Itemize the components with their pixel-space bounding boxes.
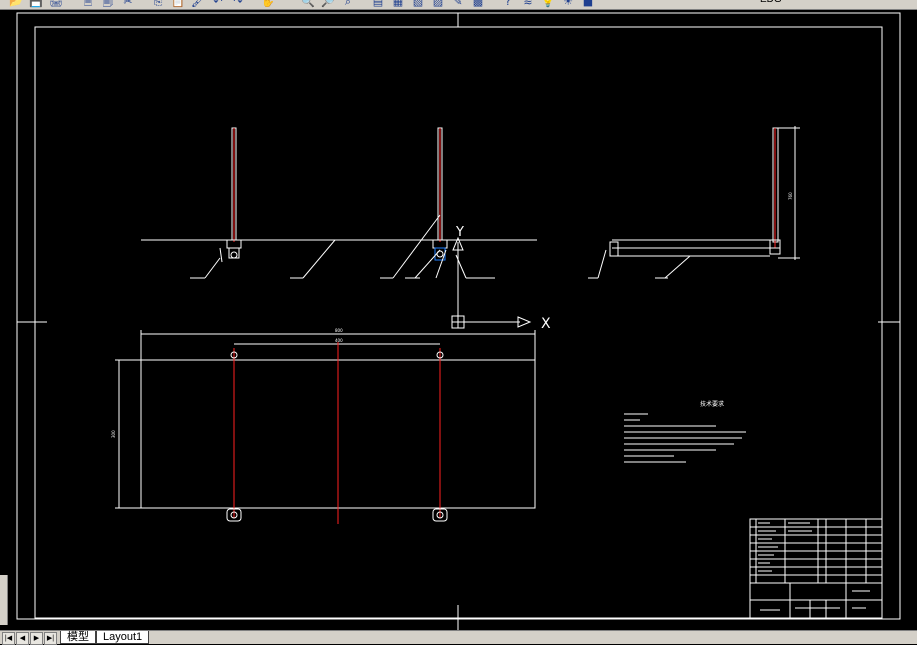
front-view[interactable]: [141, 127, 537, 279]
zoom-realtime-icon[interactable]: 🔍: [301, 0, 315, 8]
cut-icon[interactable]: ✂: [123, 0, 133, 8]
plot-preview-icon[interactable]: 🗎: [83, 0, 93, 8]
open-file-icon[interactable]: 📂: [9, 0, 23, 8]
undo-icon[interactable]: ↶: [213, 0, 223, 8]
layer-color-icon[interactable]: ■: [582, 0, 594, 8]
zoom-previous-icon[interactable]: ⌕: [344, 0, 352, 8]
zoom-window-icon[interactable]: 🔎: [321, 0, 335, 8]
pan-icon[interactable]: ✋: [261, 0, 275, 8]
save-icon[interactable]: 💾: [29, 0, 43, 8]
prev-tab-button[interactable]: ◀: [16, 632, 29, 645]
layer-manager-icon[interactable]: ≋: [523, 0, 533, 8]
top-height-dim: 300: [111, 430, 116, 438]
ucs-x-label: X: [541, 316, 551, 332]
last-tab-button[interactable]: ▶|: [44, 632, 57, 645]
title-block[interactable]: [749, 518, 883, 619]
design-center-icon[interactable]: ▦: [392, 0, 404, 8]
vertical-scrollbar-stub[interactable]: [0, 575, 8, 625]
publish-icon[interactable]: 🗐: [102, 0, 114, 8]
side-view[interactable]: 760: [588, 126, 800, 279]
calculator-icon[interactable]: ▩: [472, 0, 484, 8]
layer-on-icon[interactable]: 💡: [541, 0, 555, 8]
next-tab-button[interactable]: ▶: [30, 632, 43, 645]
copy-icon[interactable]: ⎘: [153, 0, 163, 8]
top-width-dim: 800: [335, 328, 343, 333]
sheet-set-icon[interactable]: ▨: [432, 0, 444, 8]
markup-icon[interactable]: ✎: [453, 0, 463, 8]
layer-name-field[interactable]: EDG: [760, 0, 782, 5]
tab-model-label: 模型: [67, 631, 89, 643]
tool-palettes-icon[interactable]: ▧: [412, 0, 424, 8]
redo-icon[interactable]: ↷: [233, 0, 243, 8]
first-tab-button[interactable]: |◀: [2, 632, 15, 645]
help-icon[interactable]: ?: [505, 0, 511, 8]
ucs-icon: Y X: [451, 225, 551, 332]
tab-layout1[interactable]: Layout1: [96, 631, 150, 644]
layout-tab-bar: |◀ ◀ ▶ ▶| 模型 Layout1: [0, 630, 917, 645]
paste-icon[interactable]: 📋: [171, 0, 185, 8]
standard-toolbar: 📂 💾 🖨 🗎 🗐 ✂ ⎘ 📋 🖌 ↶ ↷ ✋ 🔍 🔎 ⌕ ▤ ▦ ▧ ▨ ✎ ▩? ≋ 💡 ☀ ■ EDG: [0, 0, 917, 10]
match-properties-icon[interactable]: 🖌: [191, 0, 205, 8]
top-view[interactable]: 800 400 300: [111, 328, 536, 524]
print-icon[interactable]: 🖨: [49, 0, 63, 8]
properties-icon[interactable]: ▤: [372, 0, 384, 8]
technical-notes[interactable]: 技术要求: [624, 400, 746, 463]
side-height-dim: 760: [788, 192, 793, 200]
notes-title: 技术要求: [700, 400, 724, 408]
layer-freeze-icon[interactable]: ☀: [563, 0, 573, 8]
tab-model[interactable]: 模型: [60, 631, 96, 644]
top-spacing-dim: 400: [335, 338, 343, 343]
tab-layout1-label: Layout1: [103, 631, 143, 643]
ucs-y-label: Y: [455, 225, 464, 240]
drawing-canvas[interactable]: Y X 760 800 400 300: [0, 10, 917, 630]
